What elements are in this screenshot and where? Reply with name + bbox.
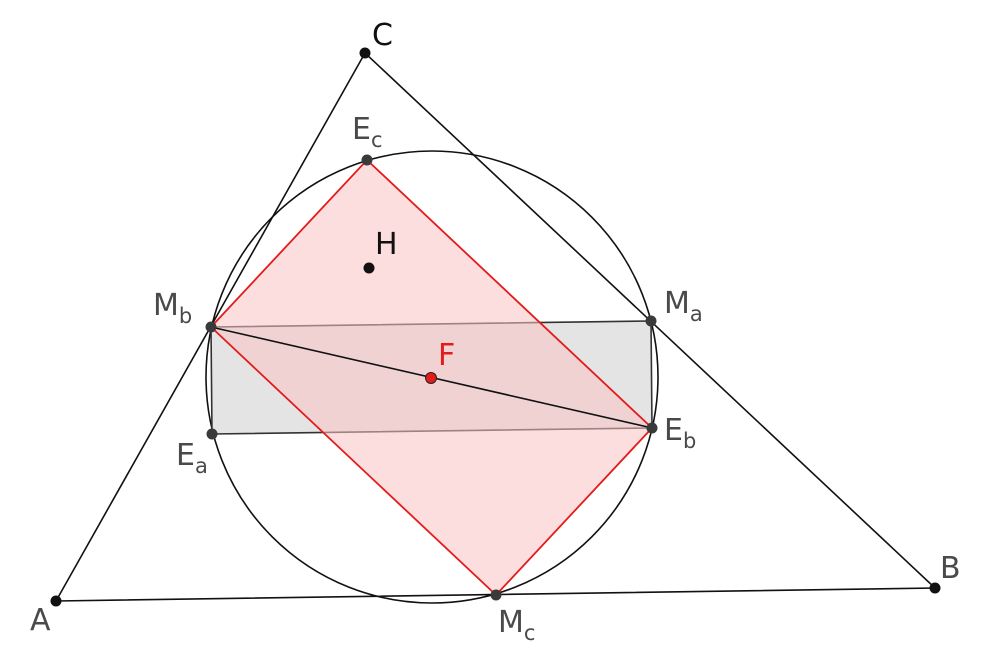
- point-c: [359, 47, 371, 59]
- point-eb: [646, 422, 658, 434]
- point-mb: [205, 321, 217, 333]
- point-mc: [490, 589, 502, 601]
- label-mc: Mc: [498, 605, 535, 645]
- label-ec-main: E: [352, 112, 371, 147]
- label-eb-main: E: [664, 413, 683, 448]
- label-ea-sub: a: [195, 454, 208, 478]
- label-f: F: [438, 338, 455, 373]
- label-eb-sub: b: [683, 429, 696, 453]
- point-ec: [361, 154, 373, 166]
- label-mb: Mb: [153, 288, 192, 328]
- label-ma-main: M: [664, 286, 690, 321]
- point-ma: [645, 315, 657, 327]
- label-ec-sub: c: [371, 128, 383, 152]
- label-b: B: [940, 551, 961, 586]
- label-mc-main: M: [498, 605, 524, 640]
- label-ea-main: E: [176, 438, 195, 473]
- label-mc-sub: c: [524, 621, 536, 645]
- label-eb: Eb: [664, 413, 696, 453]
- label-mb-main: M: [153, 288, 179, 323]
- label-ma: Ma: [664, 286, 703, 326]
- label-a: A: [30, 603, 51, 638]
- label-ec: Ec: [352, 112, 383, 152]
- point-f: [425, 372, 437, 384]
- label-c: C: [372, 18, 393, 53]
- point-h: [363, 262, 375, 274]
- point-a: [50, 595, 62, 607]
- label-ea: Ea: [176, 438, 208, 478]
- label-mb-sub: b: [179, 304, 192, 328]
- nine-point-circle: [205, 150, 659, 604]
- label-h: H: [375, 227, 398, 262]
- point-b: [929, 582, 941, 594]
- label-ma-sub: a: [690, 302, 703, 326]
- point-ea: [206, 428, 218, 440]
